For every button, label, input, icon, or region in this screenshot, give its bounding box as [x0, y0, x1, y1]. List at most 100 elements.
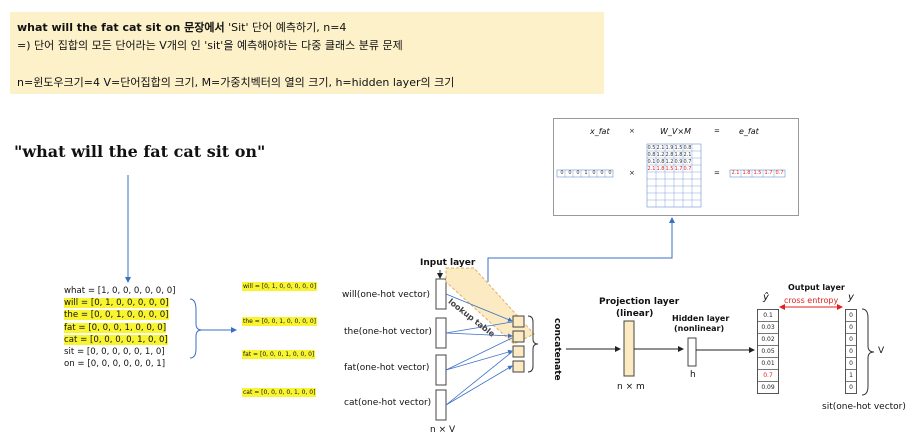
w-cell: 0.7: [683, 166, 692, 172]
x-cell: 0: [600, 170, 604, 176]
x-cell: 0: [560, 170, 564, 176]
y-label: y: [848, 292, 854, 303]
e-cell: 1.7: [764, 170, 773, 176]
note-line-1: what will the fat cat sit on 문장에서 'Sit' …: [17, 19, 346, 35]
note-line-2: =) 단어 집합의 모든 단어라는 V개의 인 'sit'을 예측해야하는 다중…: [17, 39, 403, 52]
projection-layer-title: Projection layer: [599, 297, 680, 307]
vector-row: what = [1, 0, 0, 0, 0, 0, 0]: [64, 285, 176, 297]
hidden-layer-title: Hidden layer: [672, 314, 730, 323]
w-cell: 0.7: [683, 159, 692, 165]
y-cell: 0: [846, 346, 856, 358]
sentence-title: "what will the fat cat sit on": [14, 142, 266, 161]
input-label-the: the(one-hot vector): [344, 327, 432, 337]
x-cell: 0: [608, 170, 612, 176]
hidden-layer-sub: (nonlinear): [674, 324, 725, 333]
y-hat-label: ŷ: [763, 292, 769, 303]
e-cell: 1.8: [742, 170, 751, 176]
input-box-fat: [435, 354, 447, 386]
embed-box-1: [512, 315, 525, 328]
vector-row: sit = [0, 0, 0, 0, 0, 1, 0]: [64, 346, 176, 358]
hidden-box: [687, 337, 697, 367]
n-by-m-label: n × m: [617, 382, 645, 392]
selected-vector-fat: fat = [0, 0, 0, 1, 0, 0, 0]: [242, 350, 316, 359]
y-column: 0 0 0 0 0 1 0: [845, 309, 857, 394]
concatenate-label: concatenate: [552, 318, 562, 381]
selection-brace: [189, 298, 203, 359]
y-hat-cell: 0.03: [758, 322, 778, 334]
w-cell: 2.8: [665, 152, 674, 158]
vector-text: the = [0, 0, 1, 0, 0, 0, 0]: [64, 310, 169, 321]
lookup-table-grid: [556, 143, 786, 208]
selected-vector-will: will = [0, 1, 0, 0, 0, 0, 0]: [242, 282, 318, 291]
x-cell: 0: [568, 170, 572, 176]
times-sign-2: ×: [629, 169, 635, 177]
w-cell: 0.5: [647, 145, 656, 151]
w-cell: 1.5: [665, 166, 674, 172]
note-line-1-bold: what will the fat cat sit on 문장에서: [17, 21, 225, 34]
cross-entropy-label: cross entropy: [784, 296, 839, 305]
y-hat-column: 0.1 0.03 0.02 0.05 0.01 0.7 0.09: [757, 309, 779, 394]
target-label: sit(one-hot vector): [822, 402, 906, 412]
input-label-fat: fat(one-hot vector): [344, 363, 430, 373]
y-cell: 1: [846, 370, 856, 382]
vector-row: fat = [0, 0, 0, 1, 0, 0, 0]: [64, 322, 176, 334]
e-fat-label: e_fat: [739, 127, 759, 136]
e-cell: 0.7: [775, 170, 784, 176]
x-cell: 1: [584, 170, 588, 176]
w-cell: 2.1: [683, 152, 692, 158]
e-cell: 2.1: [731, 170, 740, 176]
v-size-label: V: [878, 346, 885, 356]
w-cell: 0.8: [656, 159, 665, 165]
y-cell: 0: [846, 358, 856, 370]
w-cell: 1.7: [674, 166, 683, 172]
one-hot-vector-list: what = [1, 0, 0, 0, 0, 0, 0] will = [0, …: [64, 285, 176, 370]
w-cell: 1.9: [665, 145, 674, 151]
hidden-size-label: h: [690, 370, 696, 380]
y-cell: 0: [849, 384, 853, 391]
vector-text: cat = [0, 0, 0, 0, 1, 0, 0]: [64, 334, 168, 345]
note-line-3: n=윈도우크기=4 V=단어집합의 크기, M=가중치벡터의 열의 크기, h=…: [17, 76, 455, 89]
lookup-table-band: [445, 267, 535, 345]
embed-box-4: [512, 360, 525, 373]
times-sign: ×: [629, 127, 635, 135]
vector-text: fat = [0, 0, 0, 1, 0, 0, 0]: [64, 322, 167, 333]
equals-sign: =: [714, 127, 720, 135]
y-cell: 0: [846, 310, 856, 322]
w-cell: 2.1: [647, 166, 656, 172]
vector-text: on = [0, 0, 0, 0, 0, 0, 1]: [64, 359, 166, 370]
y-hat-cell: 0.05: [758, 346, 778, 358]
y-hat-cell: 0.09: [761, 384, 775, 391]
description-note: what will the fat cat sit on 문장에서 'Sit' …: [10, 12, 604, 94]
w-cell: 0.8: [683, 145, 692, 151]
projection-bar: [623, 320, 635, 377]
note-line-1-rest: 'Sit' 단어 예측하기, n=4: [224, 21, 347, 34]
x-fat-label: x_fat: [590, 127, 610, 136]
y-hat-cell: 0.01: [758, 358, 778, 370]
y-hat-cell: 0.1: [758, 310, 778, 322]
w-cell: 1.2: [656, 152, 665, 158]
x-cell: 0: [576, 170, 580, 176]
w-cell: 1.8: [674, 152, 683, 158]
y-hat-cell: 0.7: [758, 370, 778, 382]
w-cell: 2.1: [656, 145, 665, 151]
w-cell: 1.2: [665, 159, 674, 165]
vector-row: will = [0, 1, 0, 0, 0, 0, 0]: [64, 297, 176, 309]
selected-vector-the: the = [0, 0, 1, 0, 0, 0, 0]: [242, 317, 317, 326]
e-cell: 1.5: [753, 170, 762, 176]
w-matrix-label: W_V×M: [660, 127, 691, 136]
lookup-to-table-arrow: [487, 217, 675, 282]
input-box-cat: [435, 389, 447, 421]
w-cell: 1.8: [656, 166, 665, 172]
w-cell: 0.9: [674, 159, 683, 165]
embed-box-2: [512, 330, 525, 343]
vector-row: on = [0, 0, 0, 0, 0, 0, 1]: [64, 358, 176, 370]
vector-row: cat = [0, 0, 0, 0, 1, 0, 0]: [64, 334, 176, 346]
w-cell: 1.5: [674, 145, 683, 151]
w-cell: 0.1: [647, 159, 656, 165]
y-hat-cell: 0.02: [758, 334, 778, 346]
equals-sign-2: =: [714, 169, 720, 177]
vector-text: what = [1, 0, 0, 0, 0, 0, 0]: [64, 286, 176, 296]
n-by-v-label: n × V: [430, 425, 456, 435]
embed-box-3: [512, 345, 525, 358]
